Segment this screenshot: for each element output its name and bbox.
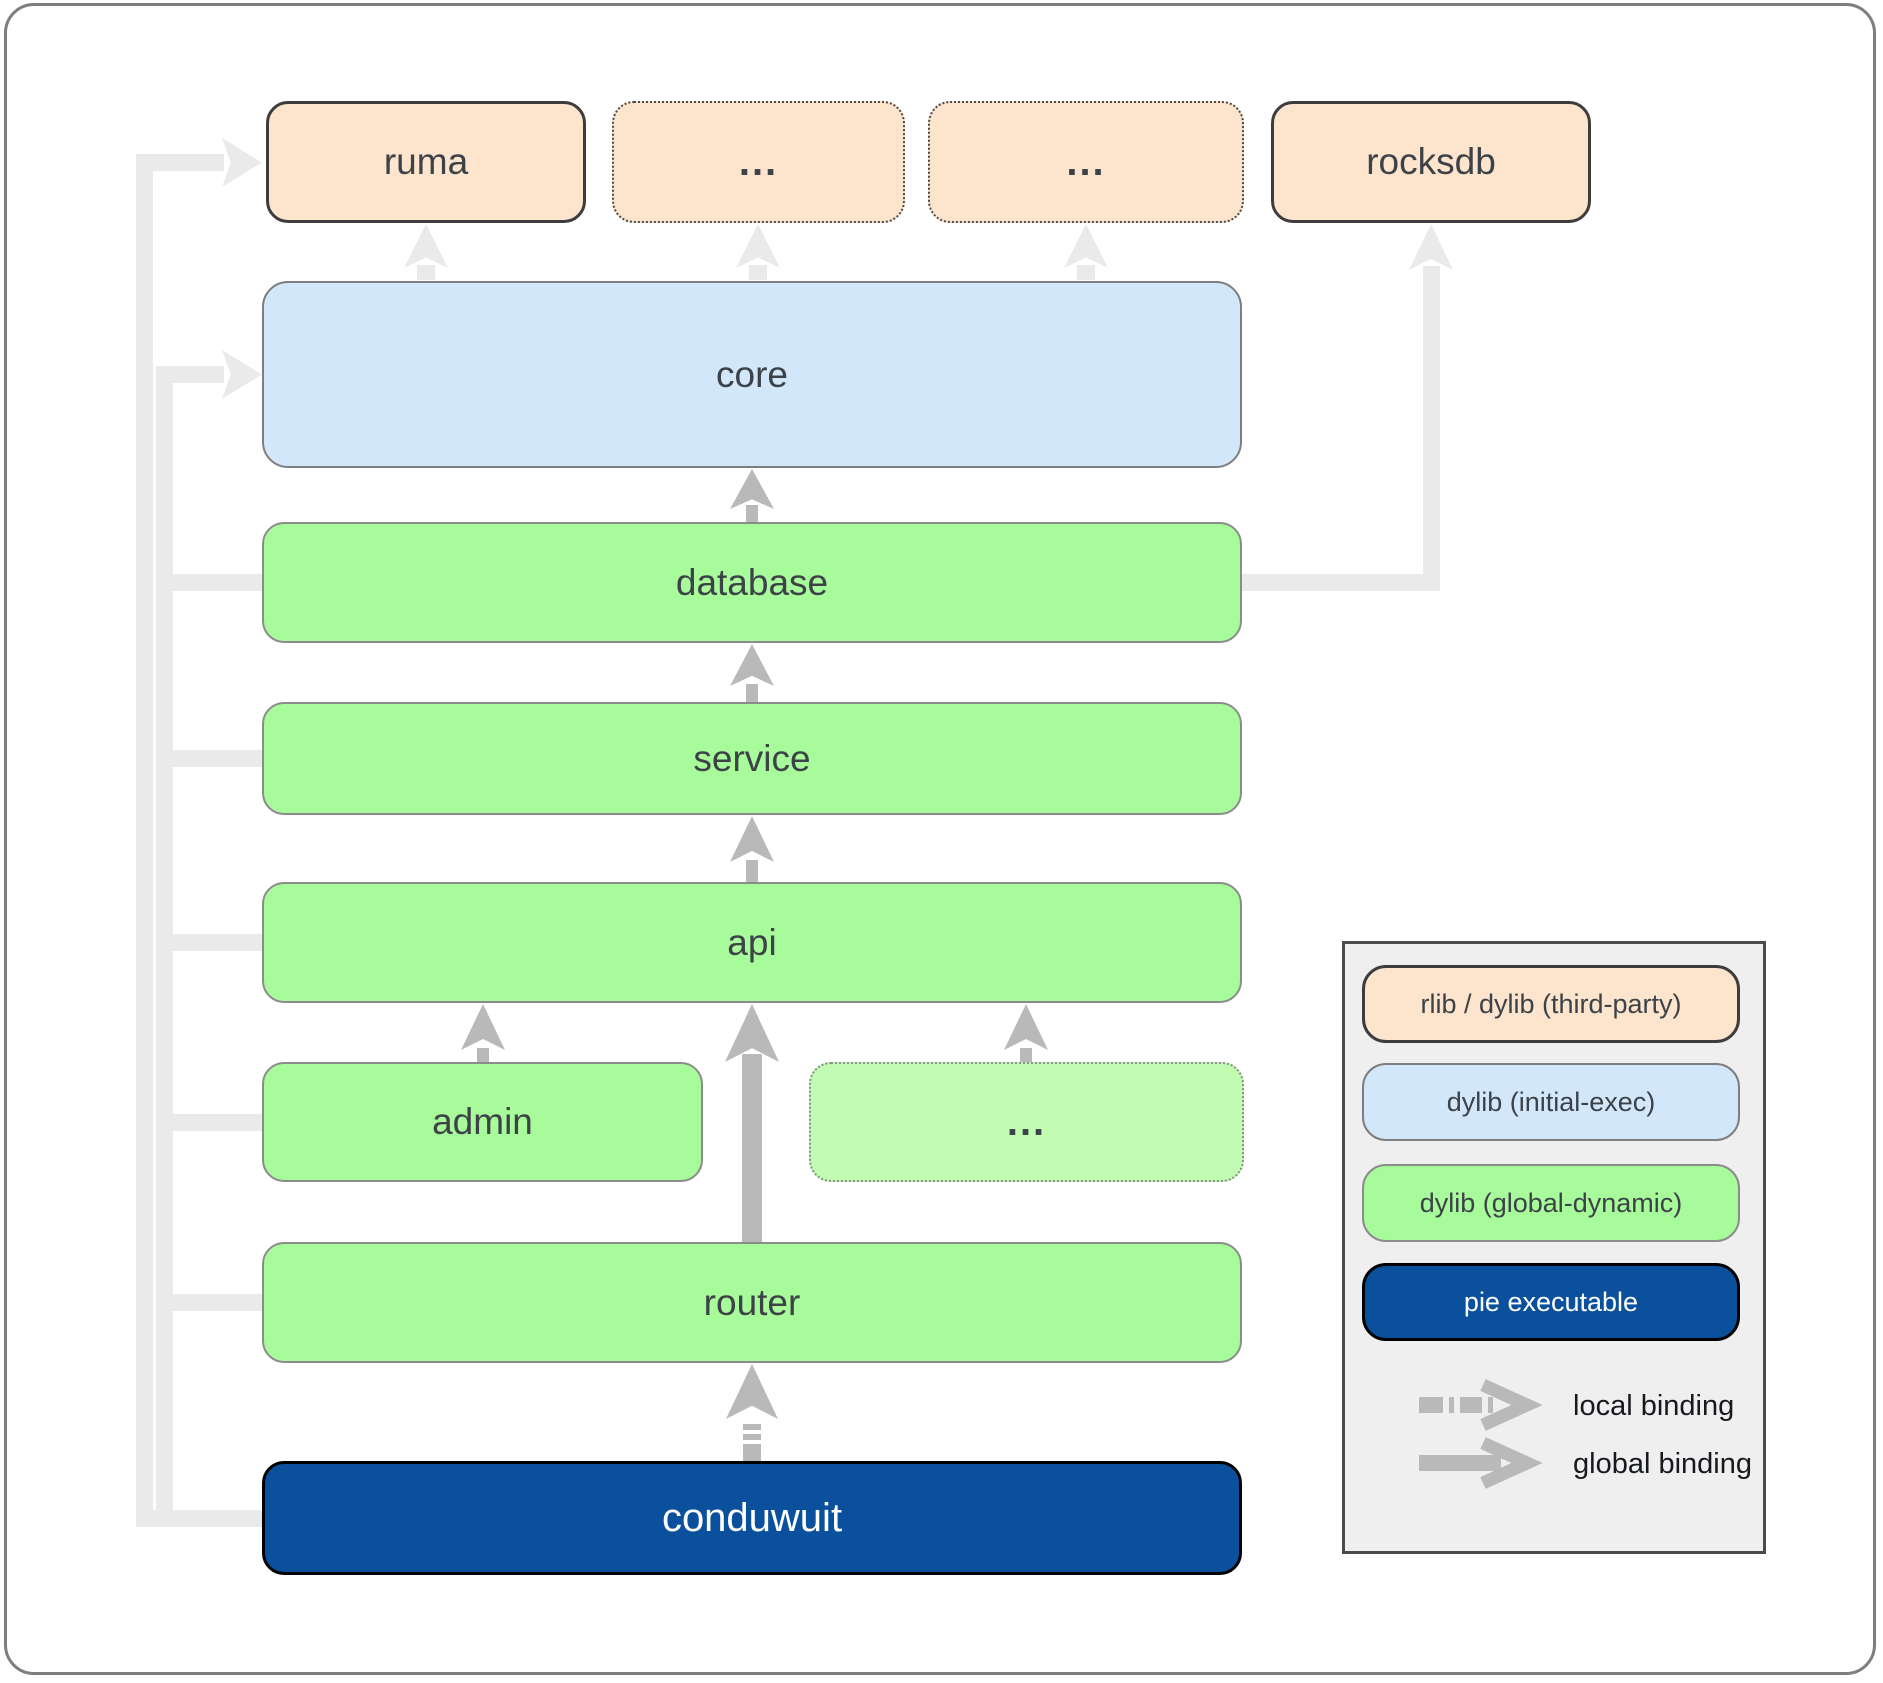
node-ruma: ruma [266, 101, 586, 223]
node-router: router [262, 1242, 1242, 1363]
edge-core-ruma-shaft [417, 265, 435, 280]
legend-item-label: rlib / dylib (third-party) [1420, 988, 1682, 1019]
link-branch-router [156, 1294, 262, 1311]
node-label: ... [738, 139, 779, 184]
edge-core-dots1-shaft [749, 265, 767, 280]
legend-item-third-party: rlib / dylib (third-party) [1362, 965, 1740, 1043]
legend-item-pie-executable: pie executable [1362, 1263, 1740, 1341]
link-branch-core [156, 366, 224, 383]
local-binding-arrow-icon [1419, 1379, 1543, 1431]
link-branch-admin [156, 1114, 262, 1131]
local-binding-label: local binding [1573, 1390, 1735, 1422]
node-label: api [727, 921, 777, 963]
node-label: ... [1006, 1099, 1047, 1144]
node-admin: admin [262, 1062, 703, 1182]
node-label: service [693, 737, 811, 779]
edge-conduwuit-router-dash1 [743, 1424, 761, 1430]
edge-database-rocksdb-horizontal [1242, 574, 1440, 591]
edge-api-service-shaft [746, 860, 758, 882]
canvas-border [4, 3, 1876, 1675]
edge-conduwuit-router-dash2 [743, 1434, 761, 1440]
global-binding-arrow-icon [1419, 1437, 1543, 1489]
node-label: rocksdb [1366, 141, 1496, 182]
node-service: service [262, 702, 1242, 815]
legend-item-label: pie executable [1463, 1286, 1639, 1317]
node-core: core [262, 281, 1242, 468]
link-branch-conduwuit [136, 1510, 262, 1527]
node-conduwuit: conduwuit [262, 1461, 1242, 1575]
node-dots-top-2: ... [928, 101, 1244, 223]
edge-database-rocksdb-vertical [1423, 266, 1440, 591]
legend-item-label: dylib (initial-exec) [1446, 1086, 1656, 1117]
link-branch-service [156, 750, 262, 767]
node-label: ruma [383, 141, 469, 182]
link-branch-database [156, 574, 262, 591]
node-label: core [716, 353, 788, 395]
legend-panel: rlib / dylib (third-party) dylib (initia… [1342, 941, 1766, 1554]
edge-admin-api-shaft [477, 1048, 489, 1062]
node-database: database [262, 522, 1242, 643]
edge-conduwuit-router-dash3 [743, 1444, 761, 1461]
link-branch-ruma [136, 154, 224, 171]
link-branch-api [156, 934, 262, 951]
node-label: conduwuit [661, 1495, 843, 1540]
node-label: admin [432, 1101, 533, 1142]
node-dots-mid: ... [809, 1062, 1244, 1182]
node-api: api [262, 882, 1242, 1003]
edge-database-core-shaft [746, 505, 758, 522]
link-outer-vertical [136, 154, 153, 1527]
global-binding-label: global binding [1573, 1448, 1752, 1480]
node-label: database [675, 561, 829, 603]
node-dots-top-1: ... [612, 101, 905, 223]
node-label: router [703, 1281, 801, 1323]
edge-router-api-shaft [742, 1054, 762, 1242]
edge-dotsmid-api-shaft [1020, 1048, 1032, 1062]
legend-item-global-dynamic: dylib (global-dynamic) [1362, 1164, 1740, 1242]
edge-core-dots2-shaft [1077, 265, 1095, 280]
legend-item-initial-exec: dylib (initial-exec) [1362, 1063, 1740, 1141]
edge-service-database-shaft [746, 684, 758, 702]
legend-item-label: dylib (global-dynamic) [1419, 1187, 1683, 1218]
node-rocksdb: rocksdb [1271, 101, 1591, 223]
node-label: ... [1066, 139, 1106, 184]
